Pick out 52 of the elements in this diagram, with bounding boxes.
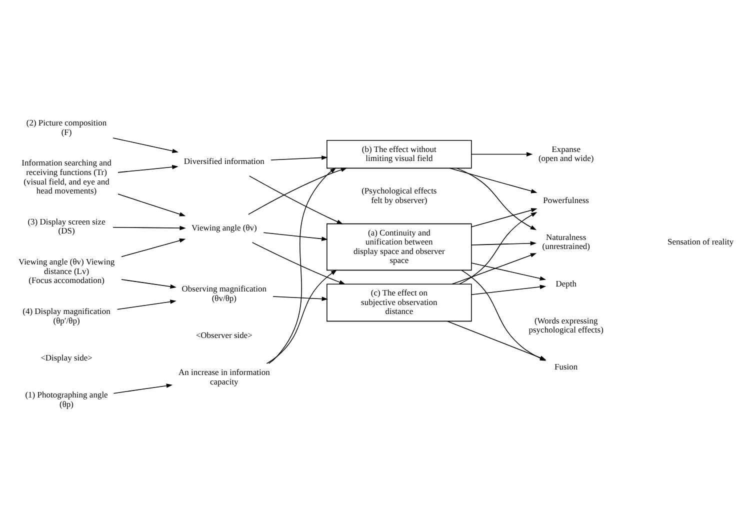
- node-text: (3) Display screen size (DS): [28, 216, 106, 236]
- arrow: [471, 284, 546, 295]
- node-text: Viewing angle (θv) Viewing distance (Lv): [18, 256, 115, 276]
- node-box: (a) Continuity and unification between display space and observer space: [326, 223, 472, 271]
- arrow: [268, 168, 336, 364]
- arrow: [113, 384, 173, 394]
- arrow: [118, 164, 178, 173]
- arrow: [118, 194, 186, 216]
- node-box: (c) The effect on subjective observation distance: [326, 284, 472, 322]
- node-text: Observing magnification (θv/θp): [182, 284, 267, 303]
- arrow: [116, 300, 176, 310]
- arrow: [121, 238, 186, 258]
- arrow: [112, 226, 186, 230]
- node-text: Viewing angle (θv): [191, 222, 257, 233]
- label: <Observer side>: [196, 330, 252, 340]
- node-label: (open and wide): [538, 153, 594, 164]
- arrow: [471, 241, 537, 246]
- node-text: Fusion: [554, 362, 578, 372]
- node-text: (4) Display magnification (θp′/θp): [22, 306, 110, 326]
- arrow: [449, 168, 538, 194]
- arrow: [270, 156, 328, 160]
- node-text: Expanse: [552, 144, 580, 154]
- node-label: (visual field, and eye and head movements): [24, 176, 110, 196]
- arrow: [121, 279, 176, 289]
- label: Sensation of reality: [667, 236, 734, 247]
- node-text: Information searching and receiving functions (Tr): [22, 158, 112, 177]
- arrow: [248, 168, 348, 215]
- node-text: Naturalness: [546, 232, 586, 242]
- node-text: An increase in information capacity: [178, 367, 270, 386]
- node-text: (2) Picture composition (F): [26, 118, 107, 137]
- arrow: [266, 270, 338, 364]
- arrow: [471, 262, 546, 281]
- arrow: [471, 208, 538, 228]
- arrow: [471, 152, 533, 156]
- node-label: (Focus accomodation): [28, 275, 104, 286]
- arrow: [112, 138, 178, 154]
- node-text: Powerfulness: [543, 194, 589, 205]
- label: (Words expressing psychological effects): [528, 315, 604, 335]
- arrow: [252, 242, 346, 284]
- arrow: [263, 232, 328, 241]
- node-label: (unrestrained): [542, 241, 590, 252]
- node-text: (1) Photographing angle (θp): [25, 390, 108, 409]
- arrow: [459, 212, 538, 284]
- arrow: [248, 176, 344, 224]
- arrow: [456, 168, 537, 230]
- node-box: (b) The effect without limiting visual field: [326, 140, 472, 169]
- label: <Display side>: [40, 352, 92, 362]
- node-text: Depth: [556, 278, 576, 288]
- node-text: Diversified information: [184, 156, 264, 166]
- label: (Psychological effects felt by observer): [362, 186, 437, 205]
- arrow: [452, 253, 537, 284]
- arrow: [272, 296, 328, 302]
